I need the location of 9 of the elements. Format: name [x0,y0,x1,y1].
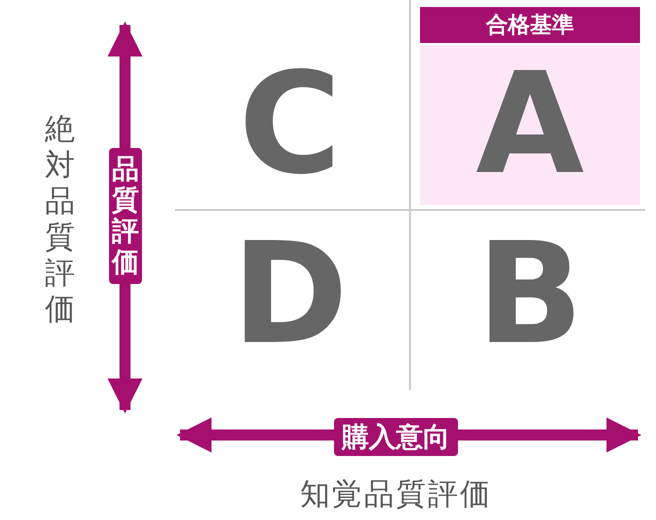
quadrant-letter: C [238,55,342,195]
quadrant-letter: D [232,225,348,365]
axis-label: 品質評価 [109,148,142,284]
axis-label: 購入意向 [334,418,458,456]
header-band: 合格基準 [420,7,640,43]
axis-title: 絶対品質評価 [45,112,75,328]
axis-title: 知覚品質評価 [300,476,492,514]
quadrant-letter: A [476,55,584,195]
quadrant-letter: B [476,225,584,365]
